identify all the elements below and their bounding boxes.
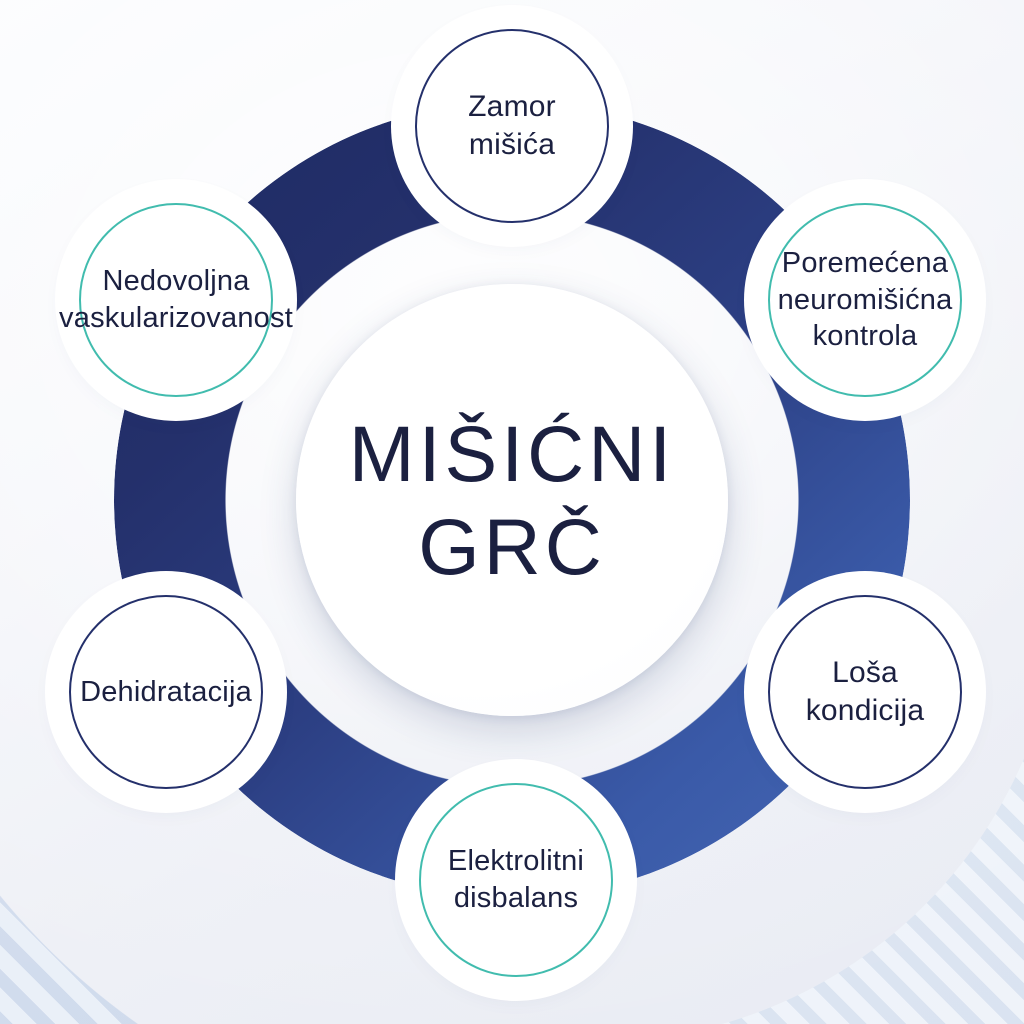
- node-label: Elektrolitni disbalans: [447, 845, 585, 914]
- node-label: Dehidratacija: [80, 675, 252, 708]
- node-label: Nedovoljna vaskularizovanost: [59, 265, 293, 334]
- node-label: Zamor mišića: [468, 90, 556, 161]
- node-label: Loša kondicija: [805, 656, 925, 727]
- node-label: Poremećena neuromišićna kontrola: [777, 247, 953, 353]
- center-title-line-1: MIŠIĆNI: [348, 408, 676, 498]
- node-poremecena-neuromisicna-kontrola[interactable]: Poremećena neuromišićna kontrola: [760, 195, 970, 405]
- node-nedovoljna-vaskularizovanost[interactable]: Nedovoljna vaskularizovanost: [59, 195, 293, 405]
- center-node: MIŠIĆNI GRČ: [296, 284, 728, 716]
- node-zamor-misica[interactable]: Zamor mišića: [407, 21, 617, 231]
- center-title-line-2: GRČ: [418, 502, 606, 591]
- node-losa-kondicija[interactable]: Loša kondicija: [760, 587, 970, 797]
- node-dehidratacija[interactable]: Dehidratacija: [61, 587, 271, 797]
- node-elektrolitni-disbalans[interactable]: Elektrolitni disbalans: [411, 775, 621, 985]
